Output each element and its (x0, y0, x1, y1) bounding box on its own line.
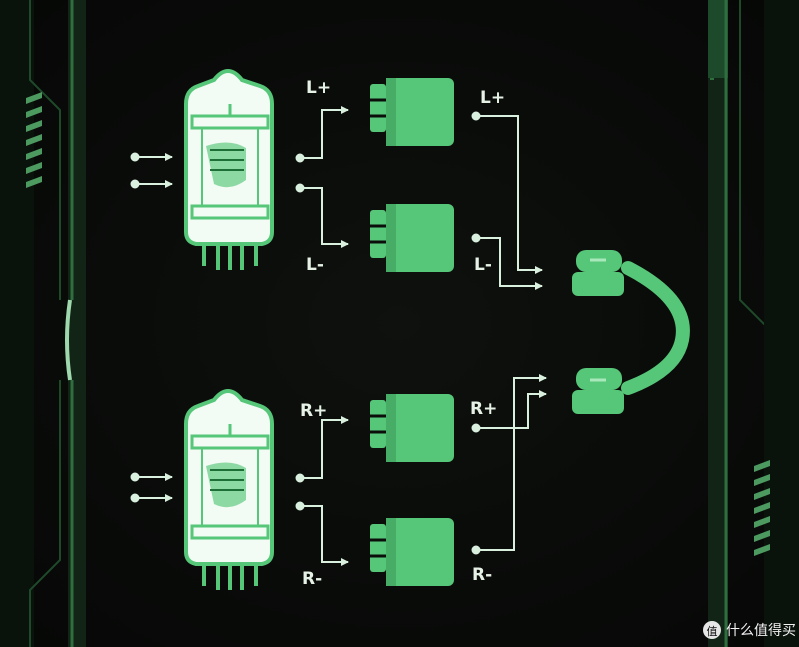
input-arrows-left (130, 152, 173, 189)
output-lines-left (471, 111, 543, 290)
tube-to-amp-lines-right (295, 416, 349, 566)
output-lines-right (471, 374, 547, 555)
left-amp-minus-label: L- (306, 255, 324, 275)
left-frame-panel (0, 0, 86, 647)
right-hatch-marks (754, 460, 770, 556)
amp-module-right-plus (370, 394, 454, 462)
vacuum-tube-left (184, 69, 274, 270)
headphones-icon (572, 250, 690, 414)
amp-module-right-minus (370, 518, 454, 586)
left-hatch-marks (26, 92, 42, 188)
right-amp-plus-label: R+ (300, 401, 327, 421)
right-output-plus-label: R+ (470, 399, 497, 419)
right-amp-minus-label: R- (302, 569, 322, 589)
right-frame-panel (708, 0, 799, 647)
watermark-text: 什么值得买 (726, 622, 796, 639)
left-output-minus-label: L- (474, 255, 492, 275)
amp-module-left-plus (370, 78, 454, 146)
input-arrows-right (130, 472, 173, 503)
watermark-badge: 值 (707, 625, 718, 638)
amp-module-left-minus (370, 204, 454, 272)
vacuum-tube-right (184, 389, 274, 590)
tube-to-amp-lines-left (295, 106, 349, 248)
left-output-plus-label: L+ (480, 88, 505, 108)
right-output-minus-label: R- (472, 565, 492, 585)
watermark: 值 什么值得买 (703, 621, 796, 639)
left-amp-plus-label: L+ (306, 78, 331, 98)
